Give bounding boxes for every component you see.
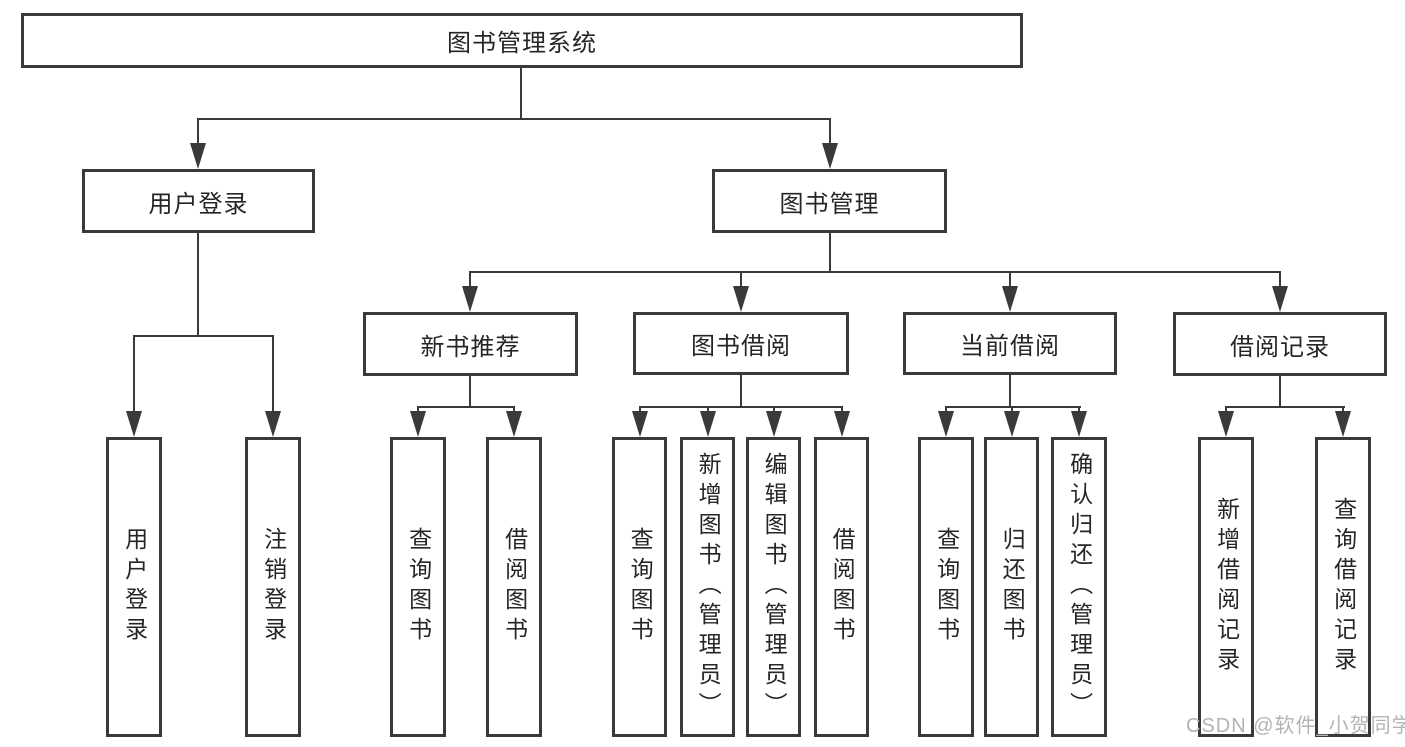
arrow-down-icon: [265, 411, 281, 437]
arrow-down-icon: [733, 286, 749, 312]
arrow-down-icon: [462, 286, 478, 312]
leaf-records-query-record: 查询借阅记录: [1315, 437, 1371, 737]
connector-line: [1225, 406, 1345, 408]
arrow-down-icon: [1004, 411, 1020, 437]
arrow-down-icon: [938, 411, 954, 437]
arrow-down-icon: [700, 411, 716, 437]
leaf-records-add-record: 新增借阅记录: [1198, 437, 1254, 737]
connector-line: [469, 271, 1281, 273]
leaf-borrow-edit-books-admin: 编辑图书（管理员）: [746, 437, 801, 737]
arrow-down-icon: [632, 411, 648, 437]
arrow-down-icon: [766, 411, 782, 437]
connector-line: [740, 271, 742, 291]
arrow-down-icon: [506, 411, 522, 437]
leaf-newbook-borrow-books: 借阅图书: [486, 437, 542, 737]
connector-line: [829, 118, 831, 148]
leaf-user-login: 用户登录: [106, 437, 162, 737]
node-borrow-records: 借阅记录: [1173, 312, 1387, 376]
connector-line: [197, 233, 199, 337]
node-current-borrow: 当前借阅: [903, 312, 1117, 375]
connector-line: [133, 335, 274, 337]
connector-line: [639, 406, 843, 408]
connector-line: [1009, 271, 1011, 291]
node-root: 图书管理系统: [21, 13, 1023, 68]
connector-line: [272, 335, 274, 416]
connector-line: [469, 376, 471, 408]
leaf-newbook-query-books: 查询图书: [390, 437, 446, 737]
connector-line: [520, 68, 522, 120]
connector-line: [829, 233, 831, 273]
arrow-down-icon: [1071, 411, 1087, 437]
node-book-borrow: 图书借阅: [633, 312, 849, 375]
connector-line: [1279, 376, 1281, 408]
arrow-down-icon: [126, 411, 142, 437]
connector-line: [469, 271, 471, 291]
leaf-borrow-query-books: 查询图书: [612, 437, 667, 737]
arrow-down-icon: [834, 411, 850, 437]
connector-line: [133, 335, 135, 416]
connector-line: [417, 406, 515, 408]
arrow-down-icon: [1272, 286, 1288, 312]
leaf-current-return-books: 归还图书: [984, 437, 1039, 737]
connector-line: [1009, 375, 1011, 408]
node-user-login: 用户登录: [82, 169, 315, 233]
leaf-borrow-add-books-admin: 新增图书（管理员）: [680, 437, 735, 737]
leaf-borrow-borrow-books: 借阅图书: [814, 437, 869, 737]
leaf-current-query-books: 查询图书: [918, 437, 974, 737]
arrow-down-icon: [1002, 286, 1018, 312]
node-book-management: 图书管理: [712, 169, 947, 233]
arrow-down-icon: [1218, 411, 1234, 437]
leaf-current-confirm-return-admin: 确认归还（管理员）: [1051, 437, 1107, 737]
arrow-down-icon: [410, 411, 426, 437]
node-new-book-recommend: 新书推荐: [363, 312, 578, 376]
connector-line: [197, 118, 199, 148]
arrow-down-icon: [1335, 411, 1351, 437]
leaf-logout: 注销登录: [245, 437, 301, 737]
arrow-down-icon: [190, 143, 206, 169]
arrow-down-icon: [822, 143, 838, 169]
connector-line: [740, 375, 742, 408]
connector-line: [1279, 271, 1281, 291]
connector-line: [197, 118, 831, 120]
csdn-watermark: CSDN @软件_小贺同学: [1186, 715, 1405, 737]
connector-line: [945, 406, 1081, 408]
